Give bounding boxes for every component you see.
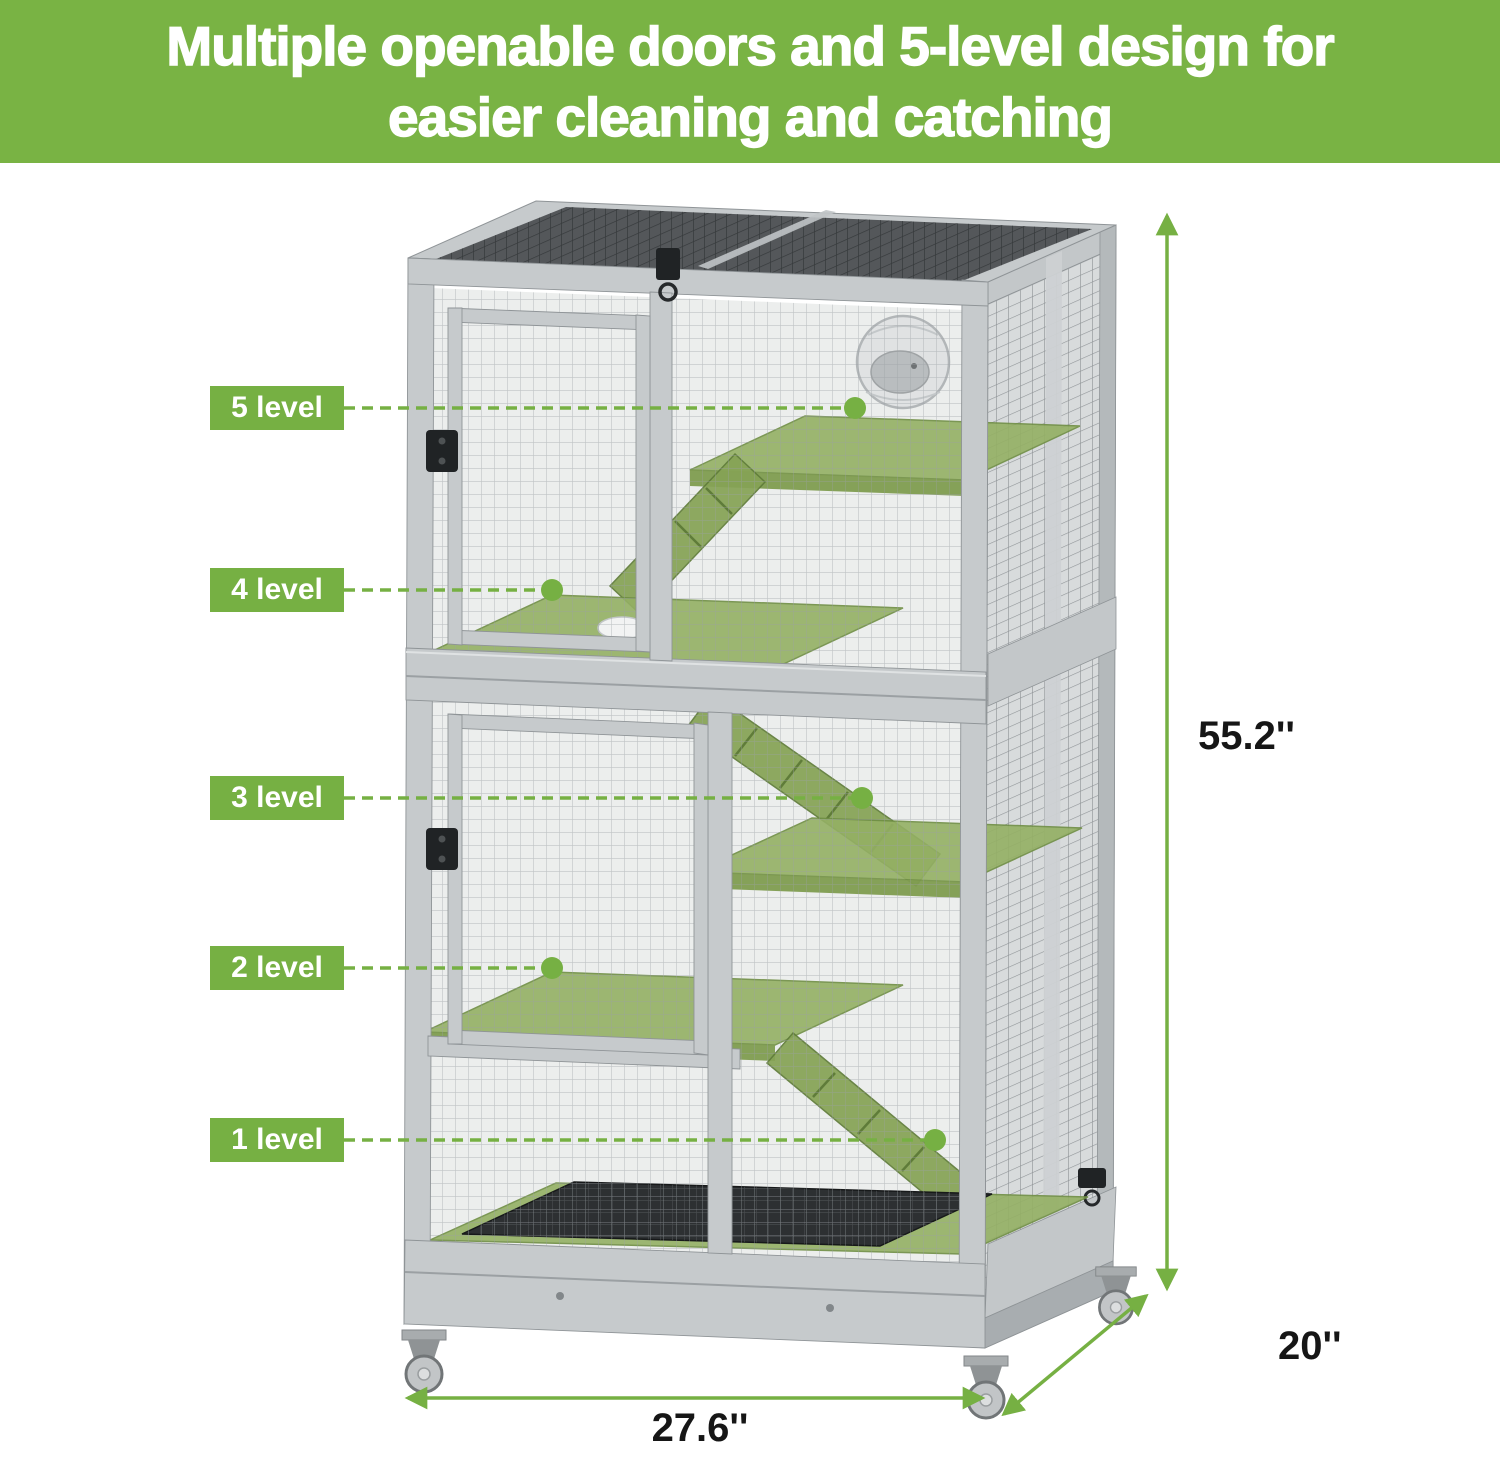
level-chip-5-label: 5 level (231, 391, 323, 424)
level-leader-lines (344, 406, 933, 1142)
depth-arrow (1001, 1293, 1149, 1417)
cage-top-face (407, 200, 1117, 283)
level-chip-4: 4 level (210, 568, 344, 612)
upper-door (447, 307, 651, 653)
banner: Multiple openable doors and 5-level desi… (0, 0, 1500, 163)
dimension-arrows (404, 212, 1179, 1417)
middle-door-hinge (426, 828, 458, 870)
level-chip-2: 2 level (210, 946, 344, 990)
level-dot-2 (541, 957, 563, 979)
dimension-width-label: 27.6'' (651, 1406, 749, 1450)
level-dot-4 (541, 579, 563, 601)
level-chip-2-label: 2 level (231, 951, 323, 984)
caster-front-left (401, 1329, 447, 1394)
middle-door (447, 713, 709, 1056)
level-chip-1-label: 1 level (231, 1123, 323, 1156)
level-dot-3 (851, 787, 873, 809)
upper-door-hinge (426, 430, 458, 472)
dimension-depth-label: 20'' (1278, 1324, 1342, 1368)
level-dots (541, 397, 946, 1151)
level-chip-3: 3 level (210, 776, 344, 820)
dimension-height-label: 55.2'' (1198, 714, 1295, 758)
level-chip-3-label: 3 level (231, 781, 323, 814)
level-dot-1 (924, 1129, 946, 1151)
cage-right-face (984, 224, 1117, 1349)
top-lid-latch (656, 248, 680, 302)
level-dot-5 (844, 397, 866, 419)
level-chip-1: 1 level (210, 1118, 344, 1162)
banner-title-line1: Multiple openable doors and 5-level desi… (166, 14, 1336, 78)
level-chip-5: 5 level (210, 386, 344, 430)
banner-title-line2: easier cleaning and catching (387, 85, 1113, 148)
cage-front-frame (403, 257, 989, 1349)
caster-front-right (963, 1355, 1009, 1420)
level-chip-4-label: 4 level (231, 573, 323, 606)
